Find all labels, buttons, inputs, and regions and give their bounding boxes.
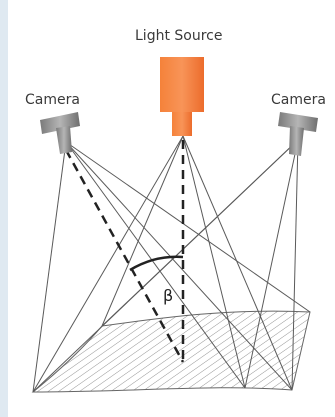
- light-rays: [32, 135, 293, 393]
- camera-right-label: Camera: [271, 92, 326, 108]
- camera-icon: [278, 112, 318, 156]
- triangulation-dashes: [64, 140, 185, 363]
- measured-surface: [31, 310, 311, 393]
- right-camera-rays: [32, 139, 299, 393]
- angle-arc: [129, 255, 184, 272]
- left-edge-strip: [0, 0, 8, 417]
- light-source-lamp-icon: [160, 57, 204, 136]
- camera-icon: [40, 112, 80, 154]
- angle-beta-label: β: [163, 286, 174, 305]
- camera-left-label: Camera: [25, 92, 80, 108]
- light-source-label: Light Source: [135, 28, 223, 44]
- left-camera-rays: [32, 141, 311, 393]
